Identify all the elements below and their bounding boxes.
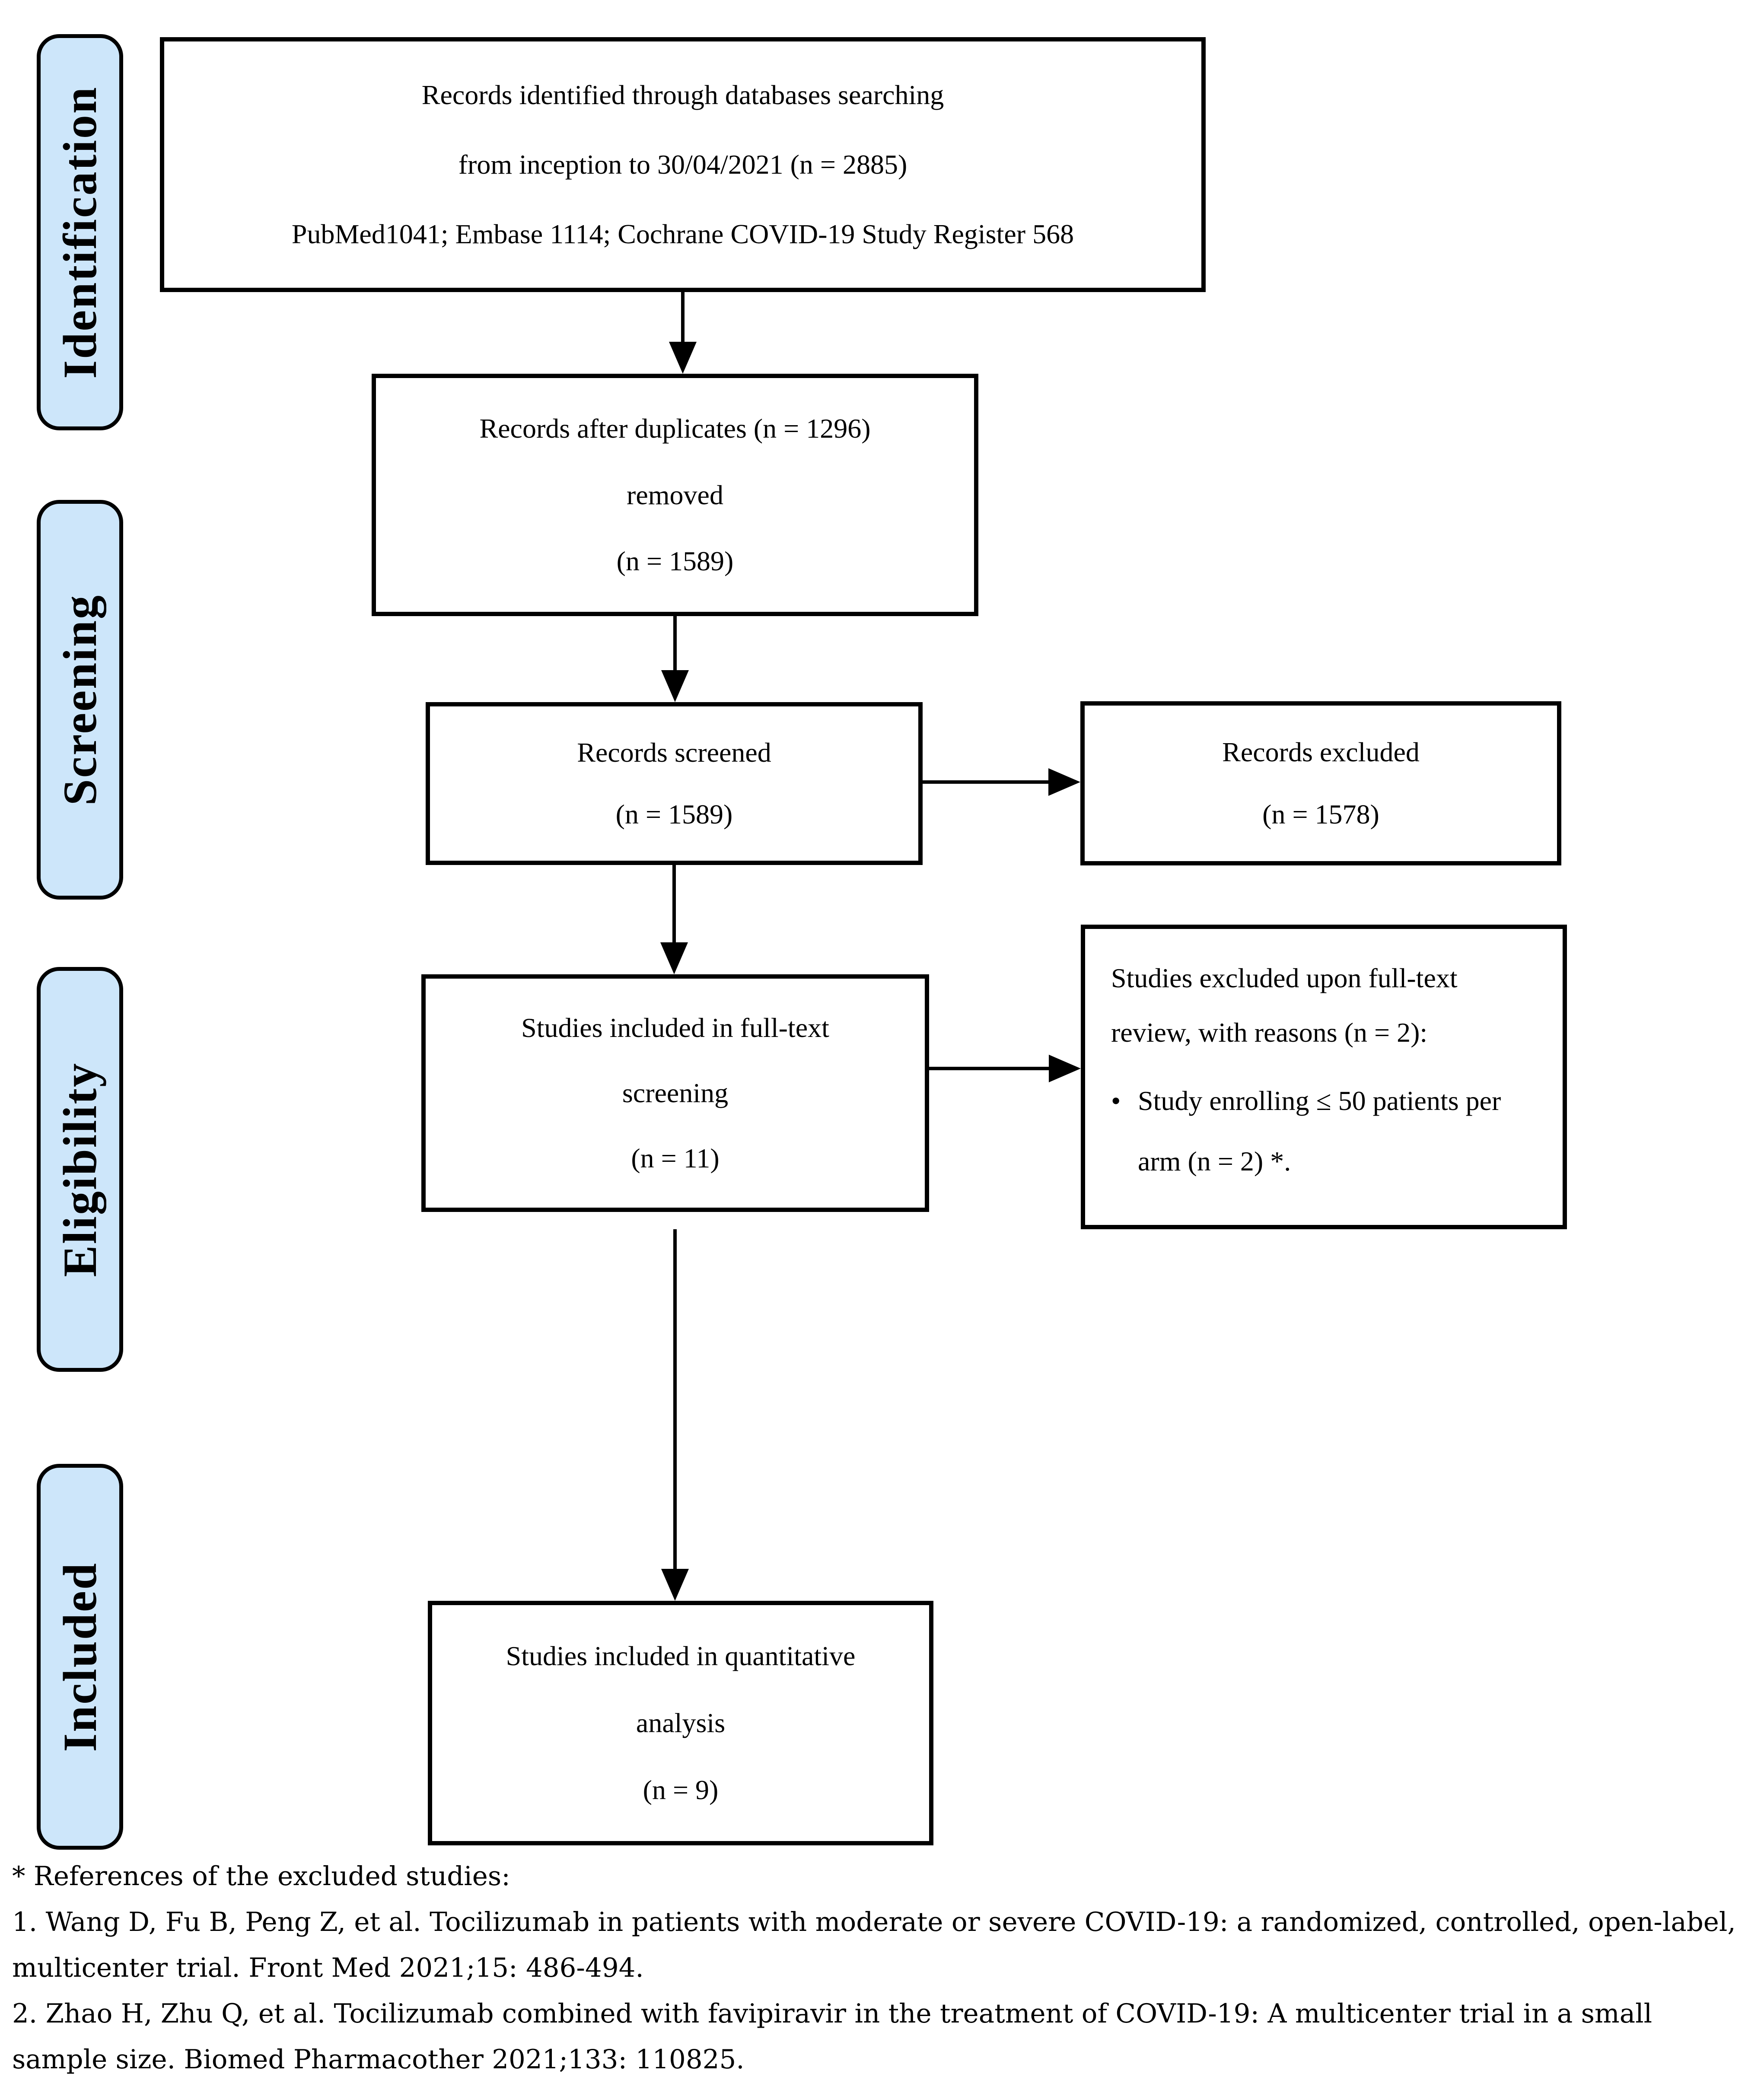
stage-label-identification: Identification <box>53 86 106 379</box>
bullet-icon: • <box>1111 1085 1121 1116</box>
footnote-ref-1: 1. Wang D, Fu B, Peng Z, et al. Tocilizu… <box>12 1907 1736 1983</box>
stage-identification: Identification <box>37 34 123 430</box>
arrow-fulltext-to-quantitative-head <box>661 1569 689 1601</box>
box-line: (n = 11) <box>631 1143 720 1173</box>
stage-label-screening: Screening <box>53 594 106 806</box>
box-quantitative-analysis: Studies included in quantitative analysi… <box>428 1601 933 1845</box>
box-fulltext-excluded: Studies excluded upon full-text review, … <box>1081 925 1567 1229</box>
box-fulltext-screening: Studies included in full-text screening … <box>421 974 929 1212</box>
box-line: PubMed1041; Embase 1114; Cochrane COVID-… <box>291 219 1074 249</box>
arrow-identified-to-duplicates-head <box>669 342 697 374</box>
arrow-screened-to-excluded-line <box>923 780 1048 784</box>
box-line: screening <box>622 1078 729 1108</box>
box-line: analysis <box>636 1708 726 1738</box>
stage-label-included: Included <box>53 1561 106 1752</box>
arrow-fulltext-to-quantitative-line <box>673 1229 677 1569</box>
arrow-identified-to-duplicates-line <box>681 292 685 343</box>
footnotes: * References of the excluded studies: 1.… <box>12 1854 1755 2083</box>
box-records-after-duplicates: Records after duplicates (n = 1296) remo… <box>372 374 978 616</box>
stage-included: Included <box>37 1464 123 1850</box>
box-line: removed <box>627 479 723 510</box>
footnote-header: * References of the excluded studies: <box>12 1861 510 1892</box>
box-line: Records excluded <box>1222 736 1420 767</box>
box-line: review, with reasons (n = 2): <box>1111 1017 1428 1048</box>
arrow-fulltext-to-excluded-line <box>929 1067 1049 1070</box>
exclusion-reason-text: Study enrolling ≤ 50 patients per arm (n… <box>1138 1085 1501 1177</box>
arrow-duplicates-to-screened-head <box>661 670 689 702</box>
stage-eligibility: Eligibility <box>37 967 123 1372</box>
exclusion-reason-item: • Study enrolling ≤ 50 patients per arm … <box>1111 1071 1537 1192</box>
arrow-fulltext-to-excluded-head <box>1049 1055 1081 1082</box>
box-line: Studies excluded upon full-text <box>1111 962 1458 993</box>
box-records-excluded: Records excluded (n = 1578) <box>1080 701 1561 865</box>
box-line: Records identified through databases sea… <box>421 80 944 110</box>
box-records-identified: Records identified through databases sea… <box>160 37 1206 292</box>
box-line: (n = 9) <box>643 1775 719 1805</box>
box-line: (n = 1589) <box>616 546 734 577</box>
footnote-ref-2: 2. Zhao H, Zhu Q, et al. Tocilizumab com… <box>12 1998 1653 2075</box>
box-line: from inception to 30/04/2021 (n = 2885) <box>458 149 907 180</box>
arrow-screened-to-fulltext-head <box>660 942 688 974</box>
box-records-screened: Records screened (n = 1589) <box>426 702 923 865</box>
stage-screening: Screening <box>37 500 123 900</box>
arrow-duplicates-to-screened-line <box>673 616 677 670</box>
box-line: Records screened <box>577 737 771 768</box>
box-line: Studies included in quantitative <box>506 1641 856 1671</box>
box-line: Records after duplicates (n = 1296) <box>479 413 871 444</box>
stage-label-eligibility: Eligibility <box>53 1062 106 1277</box>
arrow-screened-to-excluded-head <box>1048 768 1080 796</box>
arrow-screened-to-fulltext-line <box>672 865 676 942</box>
box-line: Studies included in full-text <box>521 1012 829 1043</box>
box-line: (n = 1589) <box>615 799 733 830</box>
box-line: (n = 1578) <box>1262 799 1379 830</box>
